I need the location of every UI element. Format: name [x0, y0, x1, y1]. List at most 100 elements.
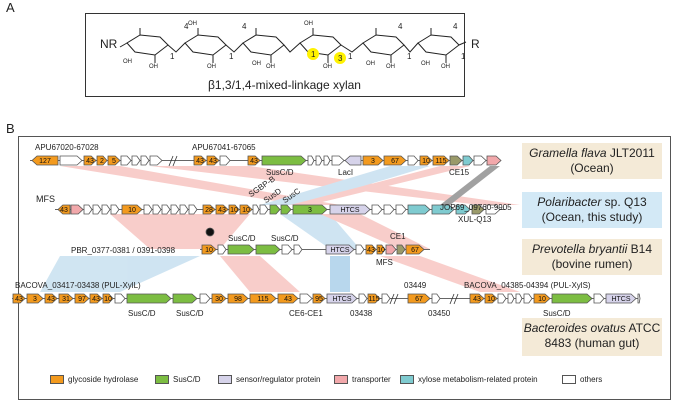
xylan-title: β1,3/1,4-mixed-linkage xylan [208, 78, 361, 92]
gene-arrow [325, 244, 355, 255]
legend-label: others [580, 375, 603, 384]
locus-label-pbr: PBR_0377-0381 / 0391-0398 [71, 246, 176, 255]
gene-arrow [473, 155, 487, 166]
gene-family-label: 43 [60, 207, 68, 214]
gene-arrow [280, 204, 292, 215]
gene-arrow [307, 155, 315, 166]
gene-arrow [292, 204, 328, 215]
gene-arrow [227, 244, 255, 255]
link-label-1a: 1 [170, 52, 175, 61]
break-mark [389, 293, 395, 305]
gene-arrow [407, 155, 419, 166]
legend-transporter: transporter [334, 375, 391, 387]
gene-arrow [431, 293, 441, 304]
gene-arrow [107, 155, 121, 166]
gene-family-label: 10 [242, 207, 250, 214]
gene-family-label: 43 [473, 296, 481, 303]
gene-family-label: 10 [538, 296, 546, 303]
gene-arrow [83, 204, 93, 215]
gene-family-label: 43 [367, 247, 375, 254]
gene-arrow [92, 204, 102, 215]
mfs-label: MFS [36, 194, 55, 204]
legend-swatch [334, 375, 348, 384]
gene-arrow [219, 155, 231, 166]
locus-label-bacova1: BACOVA_03417-03438 (PUL-XylL) [15, 281, 141, 290]
gene-arrow [211, 293, 227, 304]
legend-swatch [155, 375, 169, 384]
gene-family-label: 98 [234, 296, 242, 303]
gene-arrow [215, 204, 229, 215]
gene-arrow [247, 155, 261, 166]
gene-arrow [70, 204, 84, 215]
ce6-ce1-label: CE6-CE1 [289, 309, 323, 318]
gene-arrow [89, 293, 103, 304]
gene-arrow [114, 293, 126, 304]
legend-xylose-metabolism: xylose metabolism-related protein [400, 375, 538, 387]
oh-label: OH [386, 64, 395, 70]
gene-arrow [255, 244, 281, 255]
gene-arrow [121, 204, 143, 215]
gene-family-label: 97 [78, 296, 86, 303]
locus-label-apu2: APU67041-67065 [192, 143, 256, 152]
species-box-polaribacter: Polaribacter sp. Q13 (Ocean, this study) [522, 192, 662, 228]
gene-family-label: 43 [92, 296, 100, 303]
gene-arrow [31, 155, 59, 166]
oh-label: OH [323, 64, 332, 70]
gene-family-label: 43 [47, 296, 55, 303]
break-mark [453, 293, 459, 305]
gene-arrow [83, 155, 97, 166]
gene-arrow [170, 204, 180, 215]
link-label-1e: 1 [407, 52, 412, 61]
gene-arrow [227, 293, 249, 304]
gene-arrow [326, 293, 358, 304]
gene-arrow [471, 204, 485, 215]
oh-label: OH [304, 21, 313, 27]
gene-family-label: 10 [104, 296, 112, 303]
gene-arrow [323, 155, 331, 166]
gene-arrow [455, 204, 471, 215]
gene-family-label: 10 [487, 296, 495, 303]
link-label-3: 3 [338, 54, 343, 63]
gene-family-label: 10 [205, 247, 213, 254]
xylan-structure-box [85, 13, 465, 97]
gene-family-label: 43 [86, 158, 94, 165]
species-source: (Ocean, this study) [541, 210, 643, 224]
gene-arrow [299, 293, 313, 304]
gene-arrow [143, 204, 153, 215]
gene-arrow [269, 204, 281, 215]
gene-family-label: 43 [218, 207, 226, 214]
gene-family-label: 30 [215, 296, 223, 303]
legend-swatch [50, 375, 64, 384]
panel-b-letter: B [6, 121, 15, 136]
gene-arrow [449, 155, 463, 166]
link-label-4a: 4 [184, 22, 189, 31]
gene-arrow [161, 204, 171, 215]
gene-arrow [74, 293, 90, 304]
legend-susc-d: SusC/D [155, 375, 201, 387]
break-mark [168, 155, 174, 167]
oh-label: OH [188, 21, 197, 27]
gene-family-label: 43 [209, 158, 217, 165]
gene-arrow [228, 204, 240, 215]
gene-arrow [486, 155, 502, 166]
link-label-1d: 1 [348, 52, 353, 61]
oh-label: OH [207, 64, 216, 70]
locus-label-03449: 03449 [404, 281, 427, 290]
marker-dot [205, 227, 215, 237]
gene-arrow [419, 155, 433, 166]
legend-swatch [400, 375, 414, 384]
species-strain: B14 [627, 242, 653, 256]
gene-arrow [172, 293, 198, 304]
gene-family-label: 115 [368, 296, 379, 303]
susc-d-label: SusC/D [228, 234, 256, 243]
gene-family-label: 67 [411, 247, 419, 254]
gene-arrow [485, 204, 501, 215]
link-label-1b: 1 [229, 52, 234, 61]
gene-arrow [533, 293, 551, 304]
locus-label-bacova2: BACOVA_04385-04394 (PUL-XylS) [464, 281, 591, 290]
gene-family-label: 115 [257, 296, 268, 303]
gene-arrow [252, 204, 260, 215]
legend-label: glycoside hydrolase [68, 375, 139, 384]
gene-arrow [469, 293, 485, 304]
